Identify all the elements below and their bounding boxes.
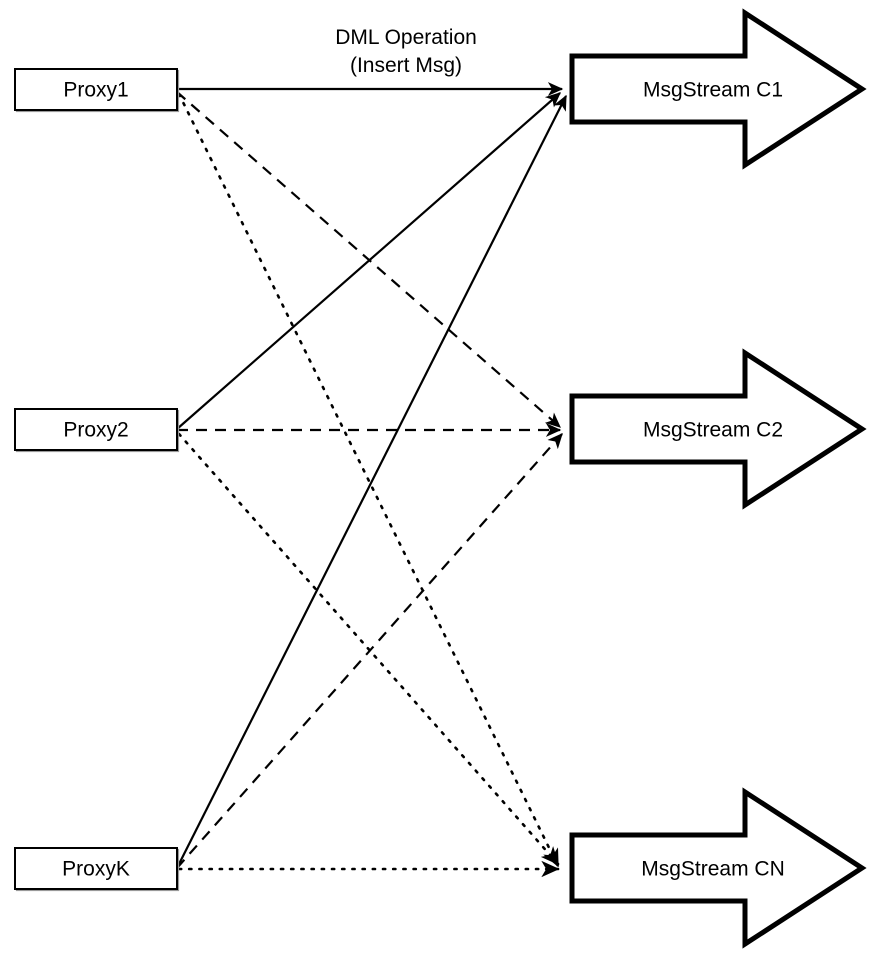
proxy2-box[interactable] <box>14 408 178 451</box>
caption-line-2: (Insert Msg) <box>350 54 462 77</box>
msgstream-c2-label: MsgStream C2 <box>643 419 783 442</box>
link-proxy2-to-stream-cn[interactable] <box>177 432 560 866</box>
msgstream-node-c2[interactable]: MsgStream C2 <box>569 348 867 510</box>
link-proxyk-to-stream-c2[interactable] <box>176 433 563 869</box>
proxy1-label: Proxy1 <box>63 79 128 102</box>
link-proxy1-to-stream-cn[interactable] <box>177 92 560 868</box>
msgstream-c1-arrow-shape[interactable] <box>569 8 867 170</box>
msgstream-node-cn[interactable]: MsgStream CN <box>569 787 867 949</box>
proxy-node-proxyk[interactable]: ProxyK <box>14 847 180 892</box>
msgstream-node-c1[interactable]: MsgStream C1 <box>569 8 867 170</box>
msgstream-c1-label: MsgStream C1 <box>643 79 783 102</box>
proxyk-box[interactable] <box>14 847 178 890</box>
msgstream-cn-arrow-shape[interactable] <box>569 787 867 949</box>
link-group <box>176 82 567 878</box>
msgstream-c2-arrow-shape[interactable] <box>569 348 867 510</box>
dml-operation-caption: DML Operation (Insert Msg) <box>335 26 477 77</box>
proxy1-box[interactable] <box>14 68 178 111</box>
link-proxy1-to-stream-c2[interactable] <box>176 91 561 428</box>
proxyk-label: ProxyK <box>62 858 130 881</box>
link-proxyk-to-stream-c1[interactable] <box>176 94 567 869</box>
proxy-node-proxy1[interactable]: Proxy1 <box>14 68 180 113</box>
caption-line-1: DML Operation <box>335 26 477 49</box>
proxy-node-proxy2[interactable]: Proxy2 <box>14 408 180 453</box>
link-proxy2-to-stream-c1[interactable] <box>176 92 561 430</box>
proxy2-label: Proxy2 <box>63 419 128 442</box>
msgstream-cn-label: MsgStream CN <box>641 858 785 881</box>
